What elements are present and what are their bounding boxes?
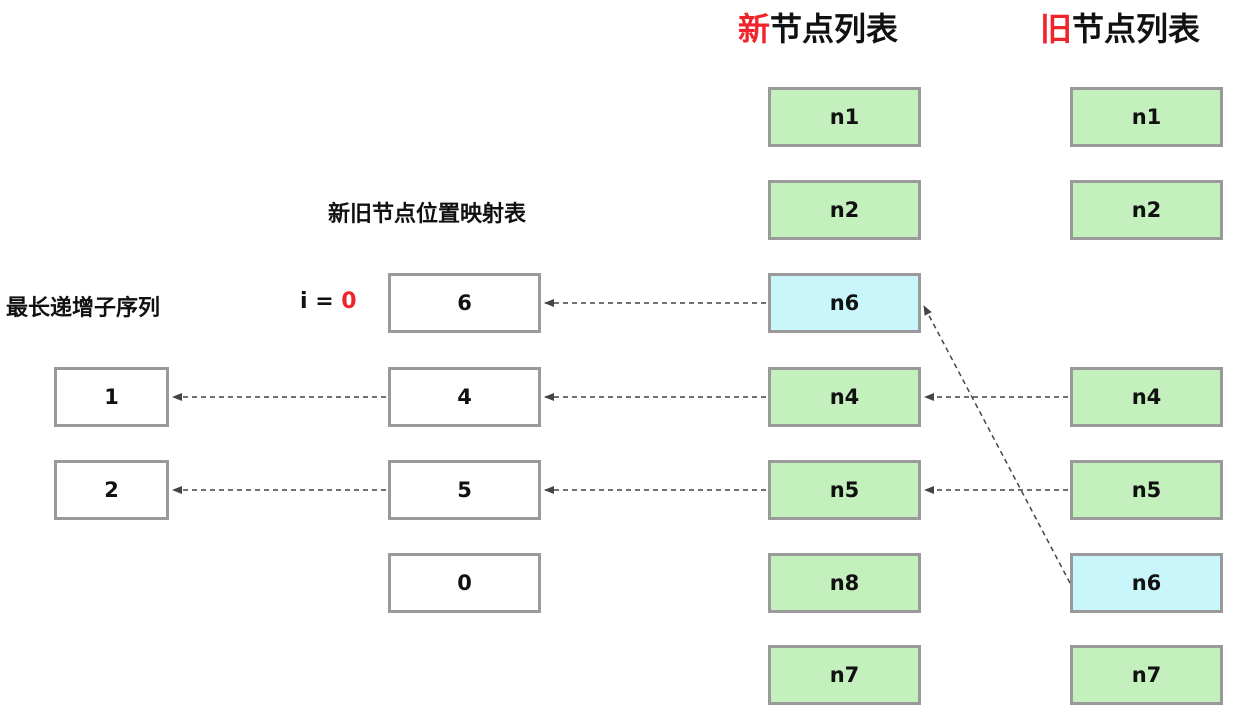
- map-cell-2: 5: [388, 460, 541, 520]
- new-node-n5: n5: [768, 460, 921, 520]
- lis-cell-0: 1: [54, 367, 169, 427]
- old-list-heading-accent: 旧: [1040, 10, 1073, 48]
- old-node-n6: n6: [1070, 553, 1223, 613]
- old-node-n1: n1: [1070, 87, 1223, 147]
- old-list-heading-text: 节点列表: [1072, 10, 1201, 48]
- arrow-old-n6-to-new: [923, 305, 1071, 584]
- index-label: i = 0: [300, 289, 357, 314]
- map-cell-3: 0: [388, 553, 541, 613]
- old-node-n7: n7: [1070, 645, 1223, 705]
- old-node-n2: n2: [1070, 180, 1223, 240]
- old-node-n4: n4: [1070, 367, 1223, 427]
- lis-title: 最长递增子序列: [6, 296, 161, 321]
- index-prefix: i =: [300, 289, 342, 314]
- new-list-heading: 新节点列表: [738, 4, 898, 50]
- map-cell-0: 6: [388, 273, 541, 333]
- new-node-n7: n7: [768, 645, 921, 705]
- index-value: 0: [341, 289, 357, 314]
- new-list-heading-accent: 新: [738, 10, 771, 48]
- new-node-n2: n2: [768, 180, 921, 240]
- map-cell-1: 4: [388, 367, 541, 427]
- new-node-n4: n4: [768, 367, 921, 427]
- map-title: 新旧节点位置映射表: [328, 202, 527, 227]
- lis-cell-1: 2: [54, 460, 169, 520]
- old-list-heading: 旧节点列表: [1040, 4, 1200, 50]
- new-node-n1: n1: [768, 87, 921, 147]
- new-node-n6: n6: [768, 273, 921, 333]
- new-node-n8: n8: [768, 553, 921, 613]
- new-list-heading-text: 节点列表: [770, 10, 899, 48]
- old-node-n5: n5: [1070, 460, 1223, 520]
